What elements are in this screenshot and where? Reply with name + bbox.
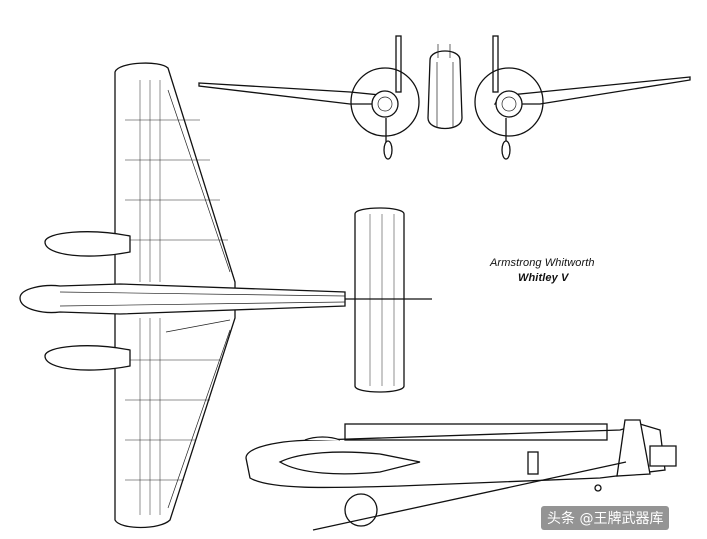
caption-line-1: Armstrong Whitworth: [490, 257, 595, 269]
side-view: [245, 419, 677, 531]
plan-view: [19, 62, 432, 529]
watermark: 头条 @王牌武器库: [541, 506, 670, 530]
front-view: [198, 35, 691, 160]
caption-line-2: Whitley V: [518, 272, 569, 284]
